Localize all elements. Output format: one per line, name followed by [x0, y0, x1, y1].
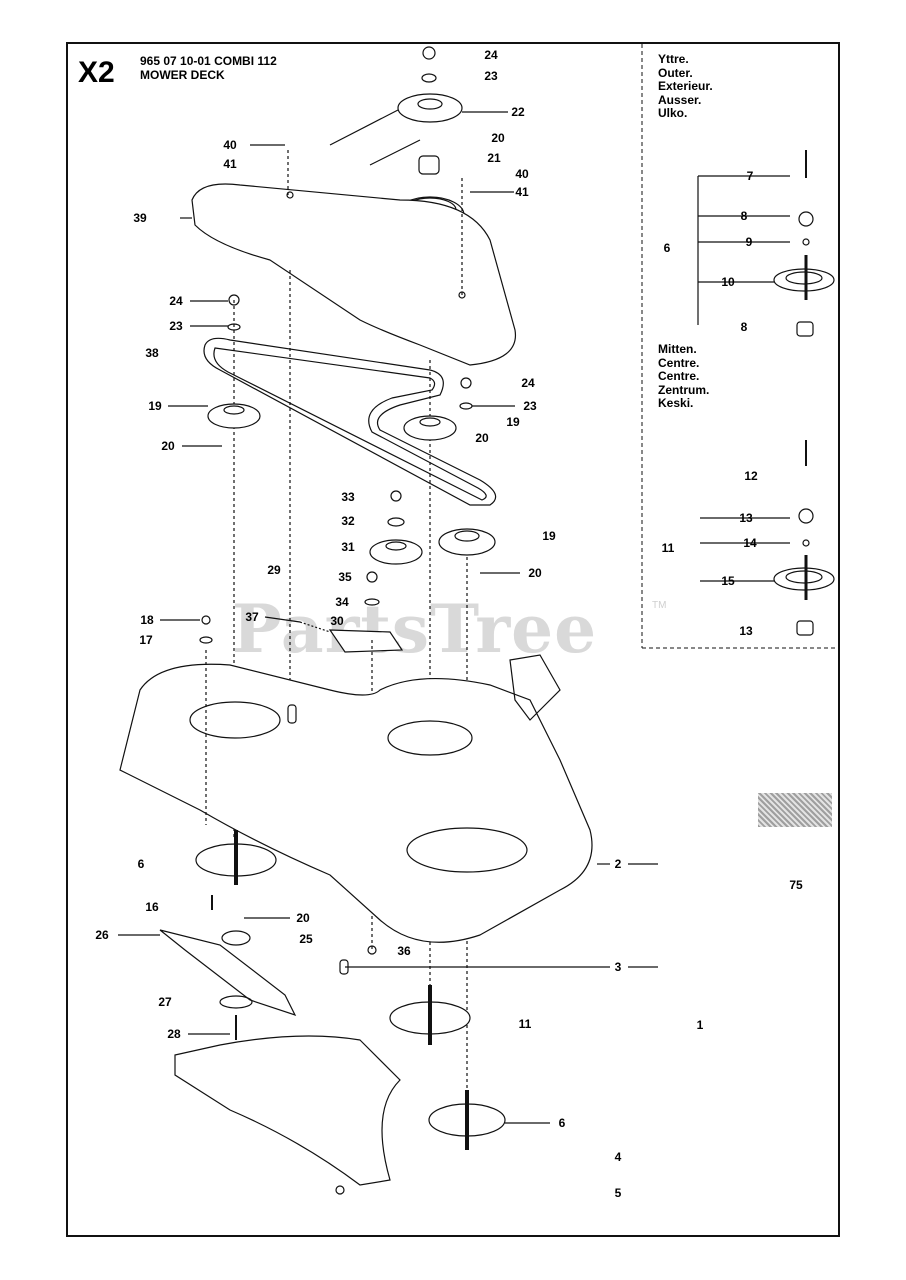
- callout-c20d: 20: [528, 566, 542, 580]
- callout-c30: 30: [330, 614, 344, 628]
- callout-c41a: 41: [223, 157, 237, 171]
- callout-c27: 27: [158, 995, 172, 1009]
- callout-c13b: 13: [739, 624, 753, 638]
- drive-belt: [203, 337, 497, 506]
- part-number: 965 07 10-01 COMBI 112: [140, 54, 277, 68]
- callout-c25: 25: [299, 932, 313, 946]
- callout-c41b: 41: [515, 185, 529, 199]
- callout-c23c: 23: [523, 399, 537, 413]
- callout-c24b: 24: [169, 294, 183, 308]
- inset-center-spindle: [700, 440, 835, 636]
- callout-c19b: 19: [506, 415, 520, 429]
- diagram-title: MOWER DECK: [140, 68, 225, 82]
- callout-c13a: 13: [739, 511, 753, 525]
- legend-center: Mitten. Centre. Centre. Zentrum. Keski.: [658, 342, 710, 411]
- callout-c14: 14: [743, 536, 757, 550]
- callout-c24a: 24: [484, 48, 498, 62]
- callout-c23a: 23: [484, 69, 498, 83]
- callout-c2: 2: [614, 857, 622, 871]
- callout-c12: 12: [744, 469, 758, 483]
- callout-c37: 37: [245, 610, 259, 624]
- left-spindle-blade: [118, 615, 297, 1040]
- callout-c39: 39: [133, 211, 147, 225]
- callout-c20b: 20: [475, 431, 489, 445]
- figure-code: X2: [78, 56, 115, 89]
- legend-outer: Yttre. Outer. Exterieur. Ausser. Ulko.: [658, 52, 713, 121]
- center-spindle: [389, 985, 471, 1045]
- legend-center-line: Zentrum.: [658, 382, 710, 397]
- callout-c1: 1: [696, 1018, 704, 1032]
- callout-c35: 35: [338, 570, 352, 584]
- callout-c3: 3: [614, 960, 622, 974]
- trademark: TM: [652, 600, 667, 611]
- callout-c36: 36: [397, 944, 411, 958]
- watermark: PartsTree: [232, 590, 598, 668]
- legend-center-line: Centre.: [658, 355, 700, 370]
- diagram-frame: [66, 42, 840, 1237]
- callout-c26: 26: [95, 928, 109, 942]
- callout-c8a: 8: [740, 209, 748, 223]
- callout-c19c: 19: [542, 529, 556, 543]
- callout-c29: 29: [267, 563, 281, 577]
- callout-c24c: 24: [521, 376, 535, 390]
- legend-outer-line: Outer.: [658, 65, 693, 80]
- skid-plate: [174, 1035, 401, 1195]
- legend-outer-line: Exterieur.: [658, 79, 713, 93]
- callout-c16: 16: [145, 900, 159, 914]
- callout-c7: 7: [746, 169, 754, 183]
- right-pulley: [438, 528, 520, 1120]
- callout-c11a: 11: [518, 1017, 532, 1031]
- callout-c18: 18: [140, 613, 154, 627]
- callout-c20e: 20: [296, 911, 310, 925]
- legend-center-line: Mitten.: [658, 342, 697, 356]
- callout-c5: 5: [614, 1186, 622, 1200]
- callout-c8b: 8: [740, 320, 748, 334]
- callout-c20c: 20: [161, 439, 175, 453]
- legend-center-line: Centre.: [658, 369, 700, 383]
- callout-c38: 38: [145, 346, 159, 360]
- callout-c34: 34: [335, 595, 349, 609]
- callout-c33: 33: [341, 490, 355, 504]
- callout-c21: 21: [487, 151, 501, 165]
- callout-c20a: 20: [491, 131, 505, 145]
- mower-deck-housing: [119, 654, 658, 975]
- callout-c9: 9: [745, 235, 753, 249]
- belt-cover: [180, 144, 517, 366]
- callout-c31: 31: [341, 540, 355, 554]
- stamp-graphic: [758, 793, 832, 827]
- callout-c10: 10: [721, 275, 735, 289]
- callout-c6b: 6: [558, 1116, 566, 1130]
- callout-c19a: 19: [148, 399, 162, 413]
- callout-c4: 4: [614, 1150, 622, 1164]
- callout-c6c: 6: [663, 241, 671, 255]
- callout-c40a: 40: [223, 138, 237, 152]
- callout-c15: 15: [721, 574, 735, 588]
- callout-c22: 22: [511, 105, 525, 119]
- right-spindle: [428, 1090, 550, 1150]
- callout-c32: 32: [341, 514, 355, 528]
- callout-c11b: 11: [661, 541, 675, 555]
- callout-c23b: 23: [169, 319, 183, 333]
- callout-c28: 28: [167, 1027, 181, 1041]
- legend-outer-line: Ulko.: [658, 106, 688, 120]
- inset-border: [641, 44, 838, 649]
- callout-c17: 17: [139, 633, 153, 647]
- legend-center-line: Keski.: [658, 396, 694, 410]
- inset-outer-spindle: [697, 150, 835, 337]
- callout-c6a: 6: [137, 857, 145, 871]
- legend-outer-line: Yttre.: [658, 52, 689, 66]
- callout-c75: 75: [789, 878, 803, 892]
- legend-outer-line: Ausser.: [658, 92, 702, 107]
- callout-c40b: 40: [515, 167, 529, 181]
